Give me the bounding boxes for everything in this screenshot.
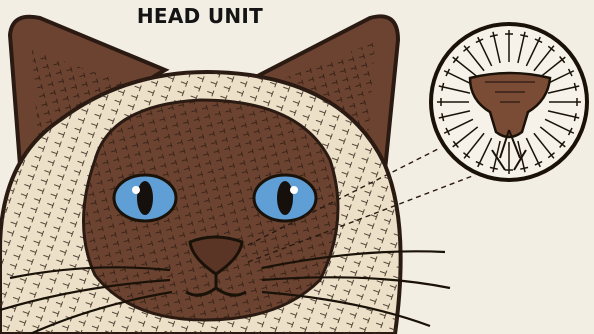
nose-detail-zoom: [431, 24, 587, 180]
right-eye: [254, 175, 316, 221]
left-eye: [114, 175, 176, 221]
